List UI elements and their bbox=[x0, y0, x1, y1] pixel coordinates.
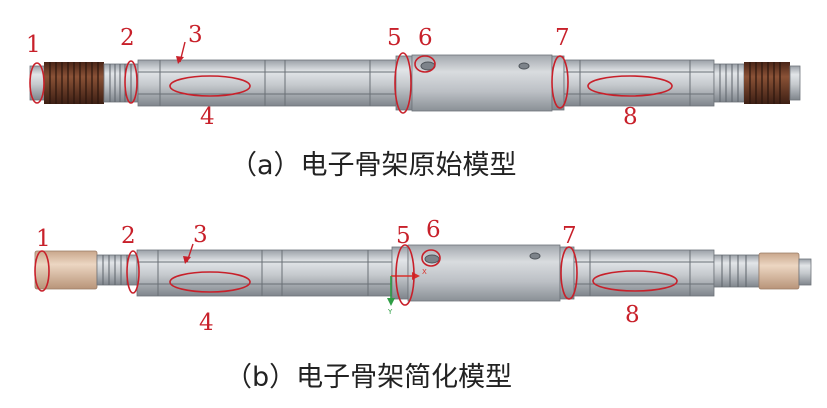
label-a-8: 8 bbox=[623, 104, 638, 130]
label-b-3: 3 bbox=[193, 222, 208, 248]
callouts-a bbox=[29, 41, 673, 114]
label-b-6: 6 bbox=[426, 217, 441, 243]
label-a-2: 2 bbox=[120, 25, 135, 51]
panel-b: X Y 1 2 3 4 5 6 7 8 （b）电子骨架简化模型 bbox=[34, 217, 812, 393]
label-a-4: 4 bbox=[200, 104, 215, 130]
label-b-4: 4 bbox=[199, 310, 214, 336]
caption-a: （a）电子骨架原始模型 bbox=[230, 150, 517, 181]
label-a-6: 6 bbox=[418, 25, 433, 51]
label-b-2: 2 bbox=[121, 223, 136, 249]
callouts-b bbox=[34, 243, 678, 306]
axis-y-label: Y bbox=[387, 308, 393, 316]
label-a-3: 3 bbox=[188, 22, 203, 48]
label-a-7: 7 bbox=[555, 25, 570, 51]
panel-a: 1 2 3 4 5 6 7 8 （a）电子骨架原始模型 bbox=[26, 22, 801, 181]
label-b-8: 8 bbox=[625, 302, 640, 328]
label-b-5: 5 bbox=[396, 223, 411, 249]
label-a-1: 1 bbox=[26, 32, 41, 58]
caption-b: （b）电子骨架简化模型 bbox=[225, 362, 512, 393]
label-b-1: 1 bbox=[36, 226, 51, 252]
axis-x-label: X bbox=[422, 268, 427, 276]
label-a-5: 5 bbox=[387, 25, 402, 51]
label-b-7: 7 bbox=[562, 223, 577, 249]
